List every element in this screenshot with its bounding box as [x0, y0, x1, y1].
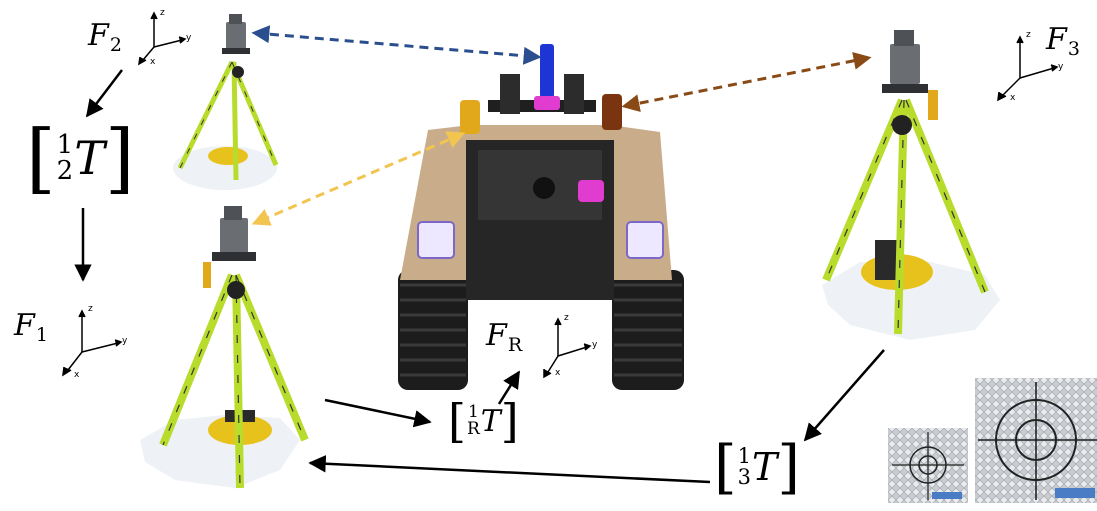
frame-symbol: F [14, 308, 35, 343]
total-station-icon [220, 218, 248, 254]
prism-magenta-rear [578, 180, 604, 202]
tripod-head [892, 115, 912, 135]
reflective-target-icon [888, 428, 968, 503]
axes-f2 [138, 11, 187, 66]
lidar [533, 177, 555, 199]
axis-y-label-f2: y [186, 33, 192, 43]
transform-superscript: 1 [737, 444, 752, 468]
arrow-f2-to-t21 [85, 69, 123, 118]
arrow-f1-to-t1r [324, 398, 432, 428]
prism-yellow [460, 100, 480, 134]
link-brown [621, 51, 872, 113]
headlight-right [626, 221, 664, 259]
tripod-head [232, 66, 244, 78]
axis-z-label-f1: z [88, 304, 93, 314]
axis-x-label-fr: x [555, 368, 561, 378]
prism-blue [540, 44, 554, 98]
link-yellow [251, 131, 466, 226]
frame-symbol: F [88, 18, 109, 53]
axis-z-label-f2: z [160, 8, 165, 18]
transform-superscript: 1 [56, 130, 74, 160]
transform-subscript: 3 [737, 465, 752, 489]
tracked-robot [398, 44, 684, 390]
total-station-3 [822, 30, 1000, 340]
transform-symbol: T [752, 445, 778, 489]
frame-label-f3: F3 [1046, 22, 1080, 60]
total-station-1 [140, 206, 309, 489]
axis-y-label-fr: y [592, 340, 598, 350]
total-station-icon [226, 22, 246, 50]
transform-subscript: 2 [56, 156, 74, 186]
frame-label-fr: FR [486, 318, 522, 356]
tripod-leg [159, 273, 236, 447]
frame-subscript: R [507, 334, 523, 356]
frame-subscript: 2 [109, 34, 122, 56]
frame-subscript: 3 [1067, 38, 1080, 60]
arrow-t31-to-f1 [308, 455, 711, 484]
transform-label-3-1: [ 1 3 T ] [714, 433, 801, 501]
frame-subscript: 1 [35, 324, 48, 346]
transform-label-1-r: [ 1 R T ] [448, 394, 519, 448]
frame-symbol: F [1046, 22, 1067, 57]
axis-z-label-f3: z [1026, 30, 1031, 40]
tripod-leg [231, 61, 239, 181]
tripod-leg [232, 273, 309, 442]
carry-case [208, 147, 248, 165]
tripod-head [227, 281, 245, 299]
transform-superscript: 1 [467, 402, 479, 422]
arrow-f3-to-t31 [803, 349, 885, 442]
transform-symbol: T [74, 131, 105, 185]
axes-f1 [62, 309, 123, 377]
axis-y-label-f1: y [122, 336, 128, 346]
headlight-left [417, 221, 455, 259]
prism-brown [602, 94, 622, 130]
prism-magenta [534, 96, 560, 110]
axis-z-label-fr: z [564, 313, 569, 323]
axes-fr [543, 317, 592, 379]
axis-x-label-f3: x [1010, 93, 1016, 103]
total-station-icon [890, 44, 920, 84]
link-blue [251, 25, 542, 65]
arrow-t1r-to-fr [497, 370, 521, 405]
axis-y-label-f3: y [1058, 62, 1064, 72]
transform-symbol: T [480, 403, 501, 439]
transform-subscript: R [466, 419, 480, 439]
tripod-leg [894, 99, 908, 335]
transform-label-2-1: [ 1 2 T ] [26, 113, 135, 202]
axis-x-label-f1: x [74, 370, 80, 380]
reflective-target-large [975, 378, 1097, 503]
snow-base [173, 146, 277, 190]
frame-label-f1: F1 [14, 308, 48, 346]
frame-symbol: F [486, 318, 507, 353]
axis-x-label-f2: x [150, 57, 156, 67]
frame-label-f2: F2 [88, 18, 122, 56]
axes-f3 [997, 35, 1059, 102]
